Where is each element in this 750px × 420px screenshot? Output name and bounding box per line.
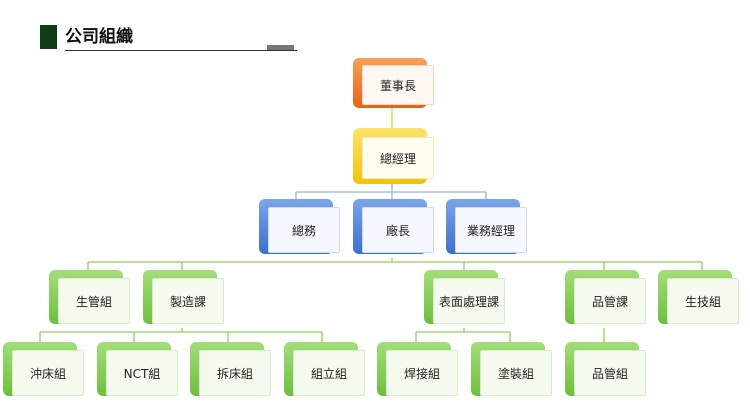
page-title: 公司組織 (65, 27, 133, 47)
node-section-manufacturing: 製造課 (143, 270, 227, 328)
node-team-assembly: 組立組 (284, 342, 368, 400)
node-section-quality-control: 品管課 (565, 270, 649, 328)
node-team-welding: 焊接組 (377, 342, 461, 400)
node-dept-sales-manager: 業務經理 (446, 199, 530, 258)
node-team-punch-press: 沖床組 (3, 342, 87, 400)
header-underline-accent (267, 45, 294, 50)
node-section-production-tech: 生技組 (658, 270, 742, 328)
node-section-production-control: 生管組 (49, 270, 133, 328)
node-section-production-tech-label: 生技組 (668, 279, 738, 323)
node-team-quality-control: 品管組 (565, 342, 649, 400)
node-team-disassembly: 拆床組 (190, 342, 274, 400)
node-dept-factory-director: 廠長 (353, 199, 437, 258)
header-underline (65, 50, 297, 51)
header-accent-bar (40, 25, 57, 49)
node-chairman: 董事長 (353, 58, 437, 108)
node-team-nct: NCT組 (97, 342, 181, 400)
node-team-assembly-label: 組立組 (294, 351, 364, 395)
node-general-manager: 總經理 (353, 128, 437, 184)
node-team-welding-label: 焊接組 (387, 351, 457, 395)
node-team-nct-label: NCT組 (107, 351, 177, 395)
node-section-surface-treatment: 表面處理課 (424, 270, 508, 328)
node-team-painting: 塗裝組 (471, 342, 555, 400)
node-dept-general-affairs-label: 總務 (269, 208, 339, 252)
node-dept-general-affairs: 總務 (259, 199, 343, 258)
node-team-quality-control-label: 品管組 (575, 351, 645, 395)
node-section-quality-control-label: 品管課 (575, 279, 645, 323)
node-general-manager-label: 總經理 (363, 138, 433, 178)
node-team-disassembly-label: 拆床組 (200, 351, 270, 395)
node-dept-factory-director-label: 廠長 (363, 208, 433, 252)
node-section-surface-treatment-label: 表面處理課 (434, 279, 504, 323)
node-team-punch-press-label: 沖床組 (13, 351, 83, 395)
node-section-production-control-label: 生管組 (59, 279, 129, 323)
section-header: 公司組織 (40, 24, 300, 54)
node-chairman-label: 董事長 (363, 66, 433, 104)
node-team-painting-label: 塗裝組 (481, 351, 551, 395)
node-dept-sales-manager-label: 業務經理 (456, 208, 526, 252)
node-section-manufacturing-label: 製造課 (153, 279, 223, 323)
